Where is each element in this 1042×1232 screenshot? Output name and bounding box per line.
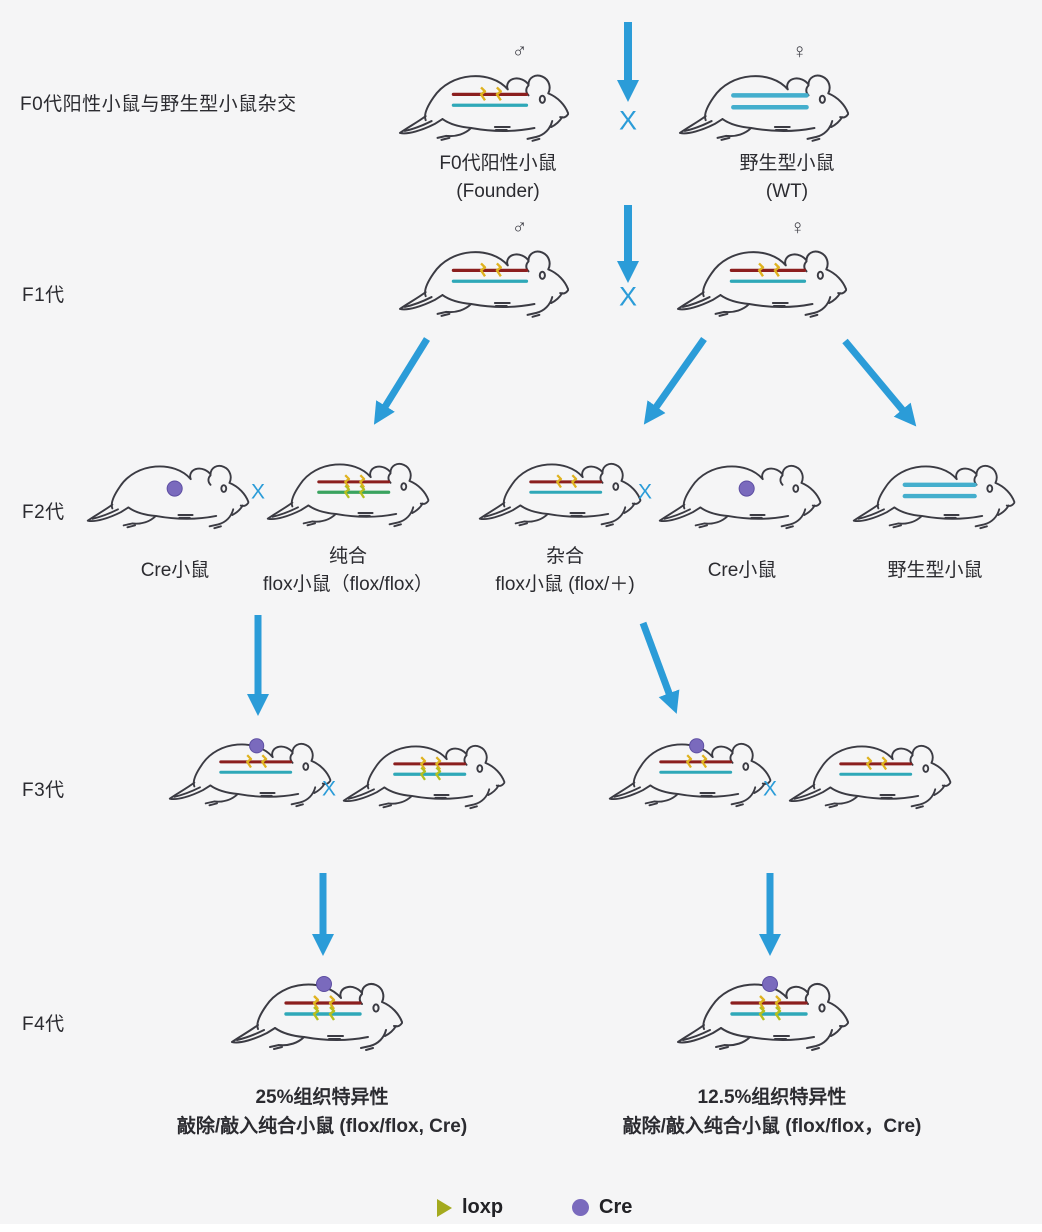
label-f0-wildtype-line2: (WT) — [765, 181, 809, 202]
cre-dot-icon — [689, 738, 705, 754]
mouse-f3-cre-flox-2 — [606, 708, 776, 819]
legend-cre-label: Cre — [599, 1196, 633, 1218]
mouse-drawing — [266, 462, 430, 528]
caption-f4-12-line2: 敲除/敲入纯合小鼠 (flox/flox，Cre) — [622, 1116, 922, 1137]
generation-label-f2: F2代 — [22, 502, 65, 523]
male-symbol: ♂ — [512, 216, 528, 239]
legend-cre-item: Cre — [572, 1196, 632, 1219]
caption-f4-25-line2: 敲除/敲入纯合小鼠 (flox/flox, Cre) — [176, 1116, 468, 1137]
mouse-f3-flox-heterozygous — [786, 710, 956, 821]
mouse-f4-left — [228, 946, 408, 1064]
caption-f4-12-percent: 12.5%组织特异性 敲除/敲入纯合小鼠 (flox/flox，Cre) — [623, 1083, 922, 1141]
male-symbol: ♂ — [512, 40, 528, 63]
mouse-drawing — [788, 744, 952, 810]
mouse-drawing — [342, 744, 506, 810]
caption-f4-25-line1: 25%组织特异性 — [255, 1087, 389, 1108]
mouse-drawing: ♂ — [398, 40, 570, 142]
bottom-white-strip — [0, 1224, 1042, 1232]
mouse-f3-cre-flox-1 — [166, 708, 336, 819]
mouse-drawing: ♀ — [676, 216, 848, 318]
cre-dot-icon — [166, 480, 183, 497]
label-f2-cre-1: Cre小鼠 — [141, 557, 210, 585]
label-f0-founder: F0代阳性小鼠 (Founder) — [439, 150, 556, 206]
label-f0-wildtype-line1: 野生型小鼠 — [739, 153, 835, 174]
mouse-f3-flox-homozygous — [340, 710, 510, 821]
caption-f4-12-line1: 12.5%组织特异性 — [697, 1087, 847, 1108]
mouse-drawing — [478, 462, 642, 528]
mouse-f2-wildtype — [850, 430, 1020, 541]
label-f2-homo-line2: flox小鼠（flox/flox） — [263, 574, 433, 595]
mouse-f1-male: ♂ — [396, 214, 574, 331]
cre-dot-icon — [249, 738, 265, 754]
mouse-f0-wildtype: ♀ — [676, 38, 854, 155]
cross-f3-left: X — [321, 777, 337, 801]
mouse-f2-flox-heterozygous — [476, 428, 646, 539]
loxp-triangle-icon — [437, 1198, 452, 1217]
generation-label-f3: F3代 — [22, 780, 65, 801]
label-f2-het-line2: flox小鼠 (flox/＋) — [495, 574, 635, 595]
generation-label-f4: F4代 — [22, 1014, 65, 1035]
flow-arrow — [842, 338, 917, 427]
cross-f0: X — [618, 105, 638, 136]
female-symbol: ♀ — [792, 40, 808, 63]
cre-dot-icon — [738, 480, 755, 497]
cre-dot-icon — [316, 976, 332, 992]
female-symbol: ♀ — [790, 216, 806, 239]
legend-loxp-label: loxp — [462, 1196, 504, 1218]
cross-f2-right: X — [637, 480, 653, 504]
mouse-drawing — [658, 464, 822, 530]
label-f2-cre-2-text: Cre小鼠 — [707, 560, 777, 581]
mouse-f4-right — [674, 946, 854, 1064]
mouse-f1-female: ♀ — [674, 214, 852, 331]
label-f2-homo-line1: 纯合 — [328, 546, 368, 567]
mouse-f2-flox-homozygous — [264, 428, 434, 539]
label-f0-founder-line1: F0代阳性小鼠 — [439, 153, 557, 174]
mouse-drawing: ♀ — [678, 40, 850, 142]
cross-f1: X — [618, 281, 638, 312]
mouse-f0-founder: ♂ — [396, 38, 574, 155]
generation-label-f1: F1代 — [22, 285, 65, 306]
cre-dot-icon — [762, 976, 778, 992]
mouse-f2-cre-1 — [84, 430, 254, 541]
mouse-drawing — [168, 738, 332, 808]
flow-arrow — [643, 336, 707, 425]
mouse-drawing — [86, 464, 250, 530]
mouse-drawing — [231, 976, 403, 1051]
cross-f2-left: X — [250, 480, 266, 504]
mouse-drawing — [852, 464, 1016, 530]
flow-arrow — [373, 337, 430, 425]
label-f2-wildtype: 野生型小鼠 — [887, 557, 982, 585]
mouse-drawing — [608, 738, 772, 808]
cre-dot-icon — [572, 1199, 589, 1216]
flow-arrow — [639, 621, 680, 714]
mouse-drawing: ♂ — [398, 216, 570, 318]
label-f2-het-line1: 杂合 — [545, 546, 585, 567]
label-f0-wildtype: 野生型小鼠 (WT) — [739, 150, 834, 206]
generation-label-f0: F0代阳性小鼠与野生型小鼠杂交 — [20, 94, 297, 115]
legend-loxp-item: loxp — [437, 1196, 503, 1219]
label-f2-flox-homozygous: 纯合 flox小鼠（flox/flox） — [263, 543, 433, 599]
label-f2-wildtype-text: 野生型小鼠 — [887, 560, 983, 581]
label-f2-cre-1-text: Cre小鼠 — [140, 560, 210, 581]
label-f2-cre-2: Cre小鼠 — [708, 557, 777, 585]
cross-f3-right: X — [762, 777, 778, 801]
mouse-f2-cre-2 — [656, 430, 826, 541]
caption-f4-25-percent: 25%组织特异性 敲除/敲入纯合小鼠 (flox/flox, Cre) — [177, 1083, 467, 1141]
label-f0-founder-line2: (Founder) — [456, 181, 540, 202]
label-f2-flox-heterozygous: 杂合 flox小鼠 (flox/＋) — [495, 543, 634, 599]
mouse-drawing — [677, 976, 849, 1051]
